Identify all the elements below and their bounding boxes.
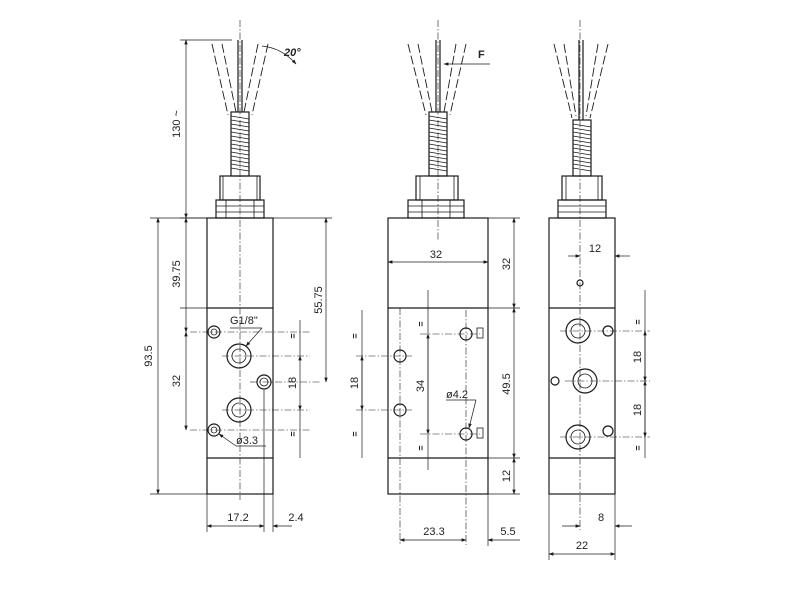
side-dim-spacing-b: 18: [632, 404, 644, 416]
side-spring: [572, 119, 592, 177]
side-lever: [553, 40, 609, 120]
side-dim-spacing-a: 18: [632, 351, 644, 363]
middle-parallel-3: =: [416, 321, 426, 326]
middle-dim-offset-b: 5.5: [500, 526, 515, 538]
front-dim-spacing: 18: [287, 377, 299, 389]
middle-view: F 32 18 = = 34 = = ø4.2: [349, 20, 520, 546]
middle-holes: [393, 327, 484, 441]
middle-dim-height-top: 32: [501, 258, 513, 270]
side-view: 12 18 18 = = 8 22: [548, 20, 650, 560]
middle-parallel-4: =: [416, 445, 426, 450]
side-parallel-2: =: [633, 445, 643, 450]
middle-dim-spacing: 18: [349, 377, 361, 389]
side-valve-body: [548, 217, 616, 495]
middle-parallel-1: =: [350, 333, 360, 338]
middle-hole-label: ø4.2: [446, 389, 468, 401]
front-dim-height-lower: 32: [171, 375, 183, 387]
front-hole-label: ø3.3: [236, 435, 258, 447]
front-dim-height-ports: 55.75: [313, 286, 325, 314]
middle-lever: [407, 40, 490, 116]
front-angle-label: 20°: [283, 47, 301, 59]
side-dim-width-a: 8: [598, 512, 604, 524]
middle-hex-nut: [407, 175, 465, 219]
front-dim-width-b: 2.4: [288, 512, 303, 524]
front-thread-label: G1/8": [230, 315, 258, 327]
side-dim-top-offset: 12: [589, 243, 601, 255]
front-dim-height-body: 39.75: [171, 260, 183, 288]
middle-dim-width: 32: [430, 249, 442, 261]
front-dim-height-total: 93.5: [143, 345, 155, 366]
side-ports: [550, 279, 614, 450]
side-parallel-1: =: [633, 319, 643, 324]
front-parallel-1: =: [288, 333, 298, 338]
middle-parallel-2: =: [350, 431, 360, 436]
front-ports: [207, 325, 272, 437]
middle-dim-height-mid: 49.5: [501, 373, 513, 394]
middle-dim-offset-a: 23.3: [423, 526, 444, 538]
middle-force-label: F: [478, 49, 485, 61]
front-view: 130 ~ 39.75 32 93.5 55.75 18 = = G1/8" ø…: [143, 20, 332, 532]
front-dim-width-a: 17.2: [227, 512, 248, 524]
middle-dim-height-bottom: 12: [501, 470, 513, 482]
front-lever: [211, 40, 297, 116]
side-dim-width-b: 22: [576, 540, 588, 552]
side-hex-nut: [557, 175, 607, 219]
front-dim-height-top: 130 ~: [171, 110, 183, 138]
middle-dim-port-span: 34: [415, 380, 427, 392]
front-parallel-2: =: [288, 431, 298, 436]
